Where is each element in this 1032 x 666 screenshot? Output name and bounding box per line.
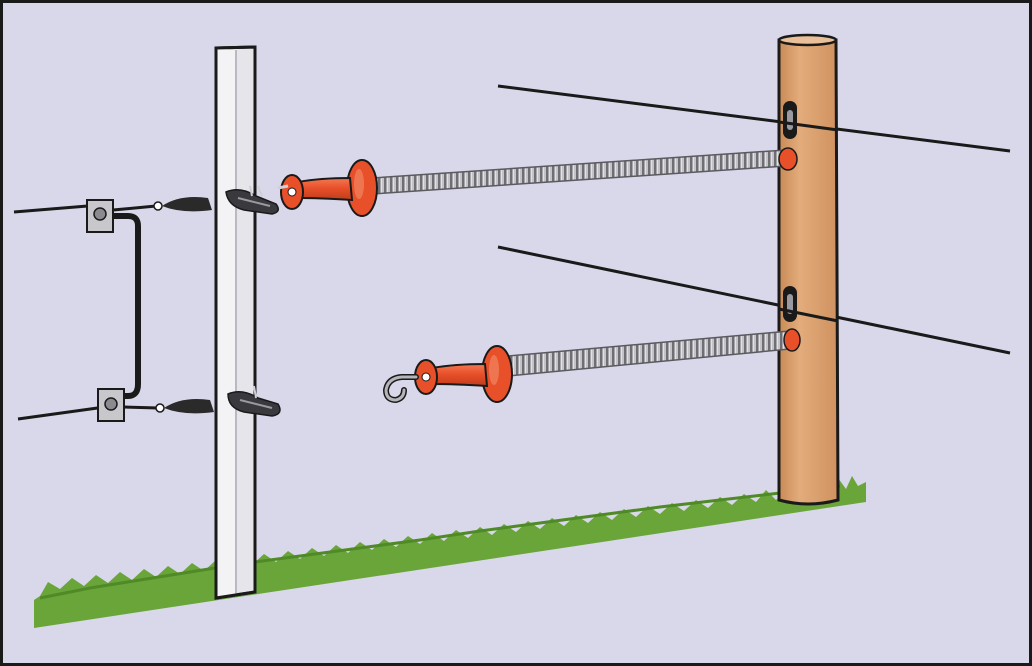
gate-handle-upper	[277, 147, 798, 217]
fence-wire-lower-right	[497, 245, 1011, 355]
wire-segment-lower	[123, 405, 159, 410]
wire-clamp-upper	[153, 185, 279, 215]
ring-insulator-upper	[783, 101, 797, 139]
gate-hook	[382, 374, 419, 404]
wire-front-upper	[778, 120, 839, 132]
jumper-cable	[110, 213, 141, 399]
steel-post	[214, 45, 257, 600]
fence-wire-upper-right	[497, 84, 1011, 153]
connector-plate-lower	[97, 388, 125, 422]
connector-plate-upper	[86, 199, 114, 233]
fence-wire-upper-left	[13, 203, 101, 214]
ring-insulator-lower	[783, 286, 797, 322]
fence-wire-lower-left	[17, 404, 113, 421]
gate-handle-lower	[414, 328, 801, 403]
wire-segment-upper	[112, 204, 157, 212]
wire-front-lower	[778, 307, 839, 323]
wire-clamp-lower	[155, 385, 281, 417]
